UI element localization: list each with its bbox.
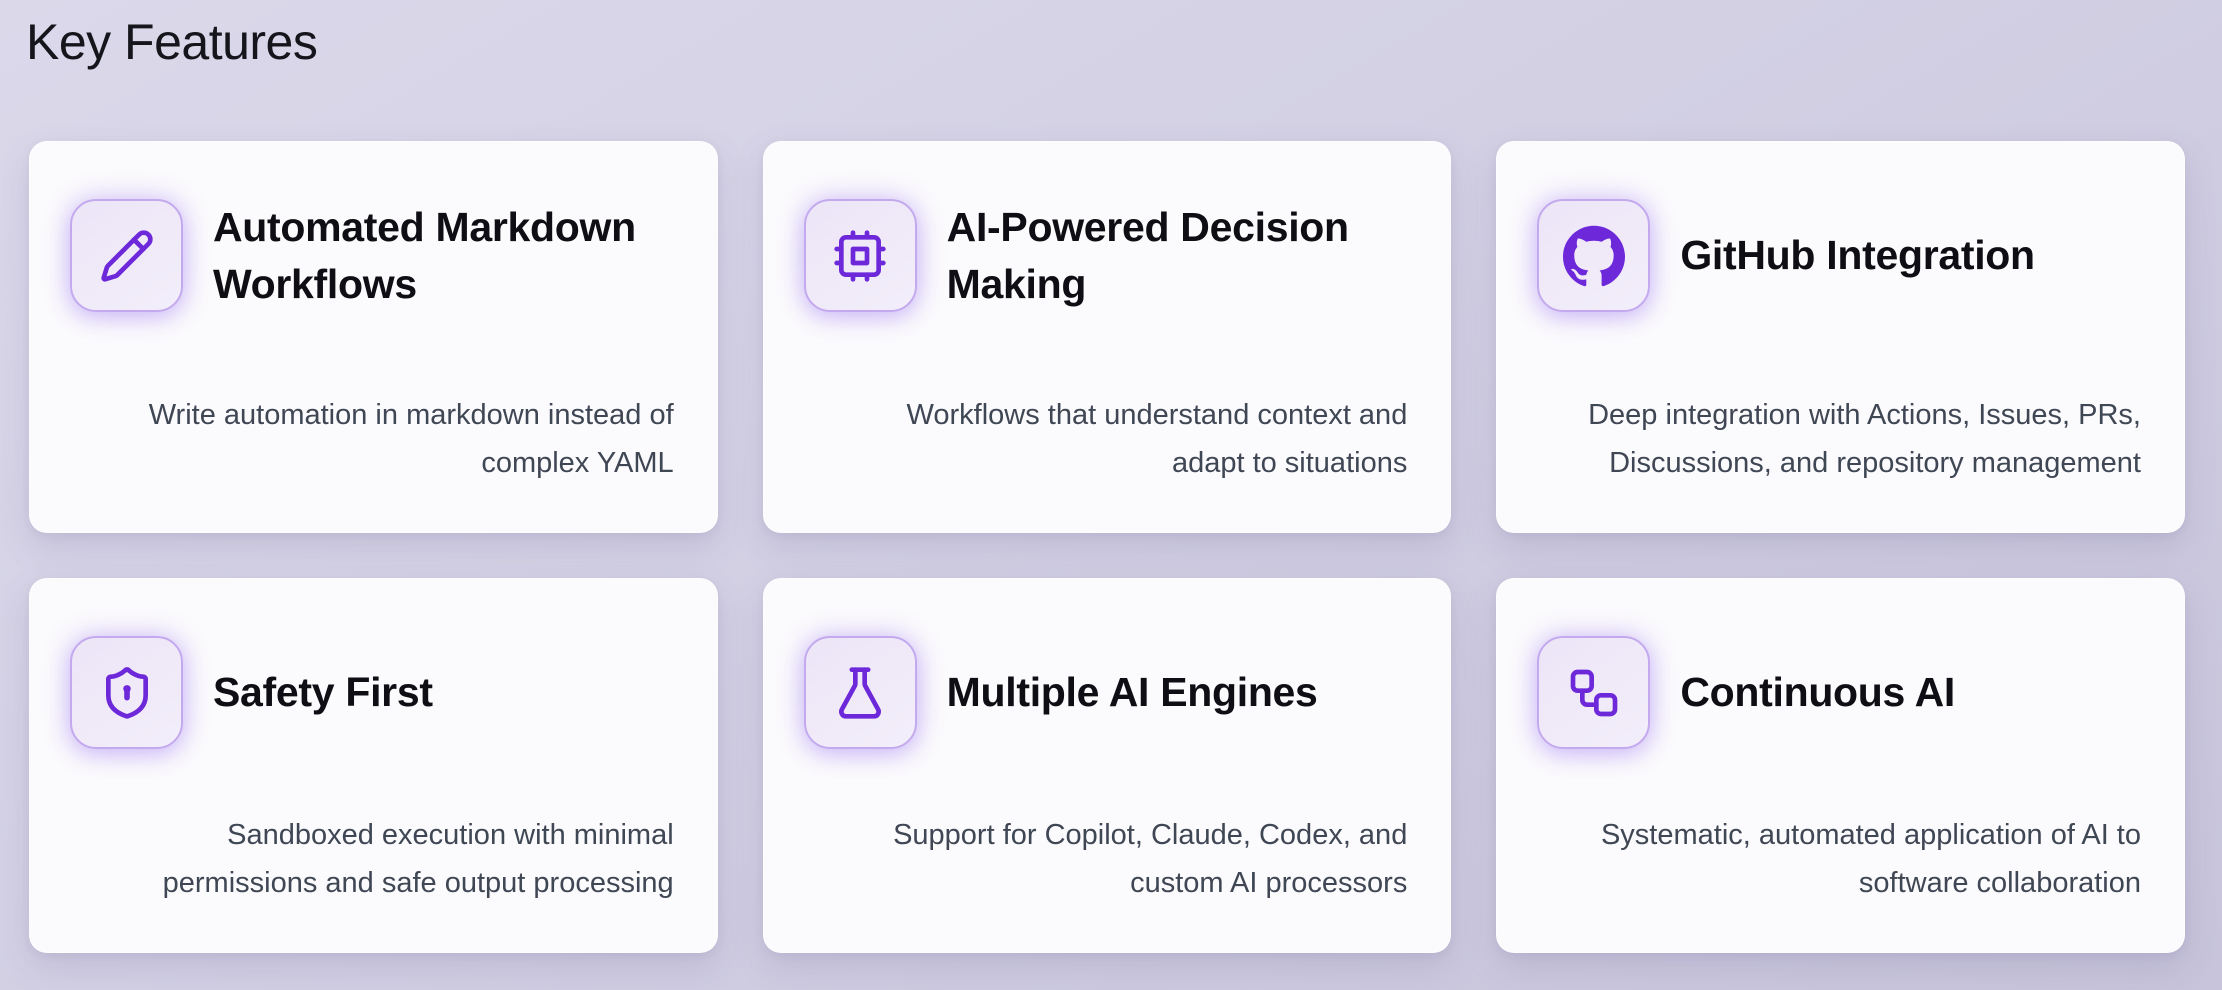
feature-card: Safety First Sandboxed execution with mi… (29, 578, 718, 953)
feature-card-header: Continuous AI (1537, 636, 2141, 749)
feature-card-title: Continuous AI (1680, 669, 1956, 716)
feature-card: Multiple AI Engines Support for Copilot,… (762, 578, 1452, 953)
feature-card-description: Sandboxed execution with minimal permiss… (162, 818, 674, 899)
feature-card: AI-Powered Decision Making Workflows tha… (762, 141, 1452, 533)
feature-card-description: Support for Copilot, Claude, Codex, and … (893, 818, 1408, 899)
pencil-icon (70, 199, 183, 313)
feature-card-description: Systematic, automated application of AI … (1600, 818, 2141, 899)
feature-card-header: GitHub Integration (1537, 199, 2141, 312)
workflow-icon (1537, 636, 1651, 749)
feature-card-title: Safety First (213, 669, 433, 716)
feature-card-header: AI-Powered Decision Making (803, 199, 1408, 313)
feature-card-header: Automated Markdown Workflows (70, 199, 674, 313)
cpu-icon (803, 199, 917, 313)
feature-card-title: AI-Powered Decision Making (946, 204, 1349, 307)
feature-card: Automated Markdown Workflows Write autom… (29, 141, 718, 533)
feature-card: GitHub Integration Deep integration with… (1496, 141, 2185, 533)
flask-icon (803, 636, 917, 749)
feature-card-header: Multiple AI Engines (803, 636, 1408, 749)
feature-card-description: Deep integration with Actions, Issues, P… (1588, 398, 2141, 479)
feature-card-description: Workflows that understand context and ad… (906, 398, 1408, 479)
feature-card-title: Multiple AI Engines (946, 669, 1318, 716)
feature-cards-grid: Automated Markdown Workflows Write autom… (29, 141, 2185, 953)
feature-card-header: Safety First (70, 636, 674, 749)
feature-card-title: Automated Markdown Workflows (213, 204, 636, 307)
feature-card: Continuous AI Systematic, automated appl… (1496, 578, 2185, 953)
feature-card-description: Write automation in markdown instead of … (148, 398, 674, 479)
github-icon (1537, 199, 1651, 312)
page-title: Key Features (26, 14, 318, 70)
feature-card-title: GitHub Integration (1680, 232, 2035, 279)
shield-icon (70, 636, 183, 749)
